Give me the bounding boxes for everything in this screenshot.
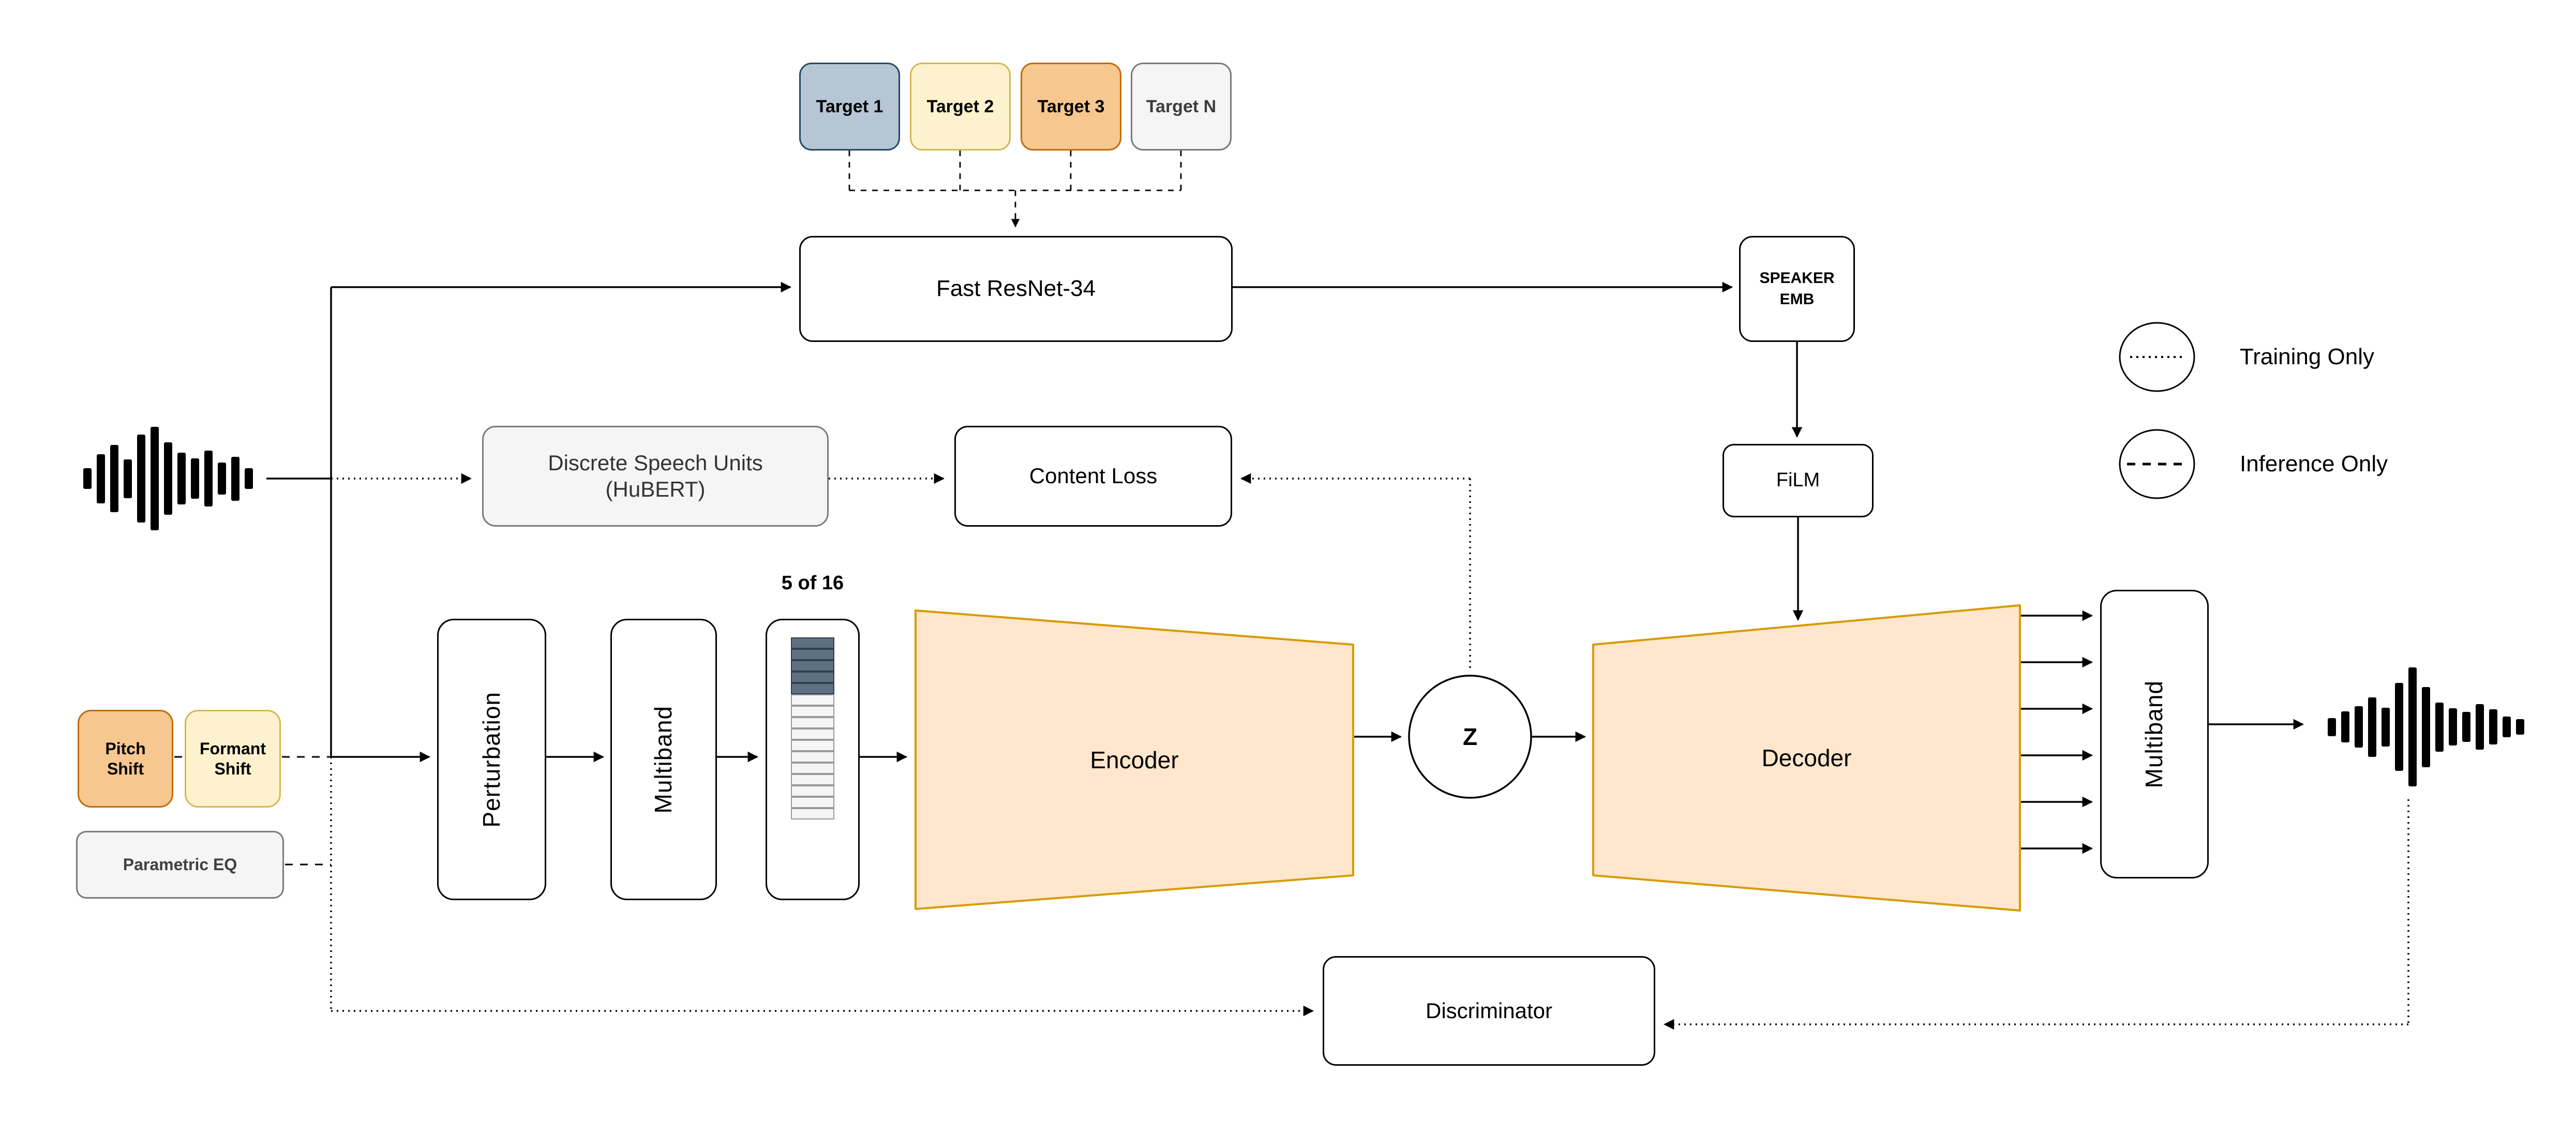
waveform-bar (164, 442, 172, 515)
dsu-box: Discrete Speech Units (HuBERT) (482, 426, 829, 527)
target-1-label: Target 1 (816, 96, 883, 116)
content-loss-box: Content Loss (954, 426, 1232, 527)
dsu-label-line1: Discrete Speech Units (548, 451, 763, 475)
legend-inference-label: Inference Only (2240, 451, 2388, 476)
formant-shift-box: Formant Shift (185, 710, 281, 808)
waveform-bar (2382, 707, 2390, 747)
waveform-bar (218, 463, 226, 495)
content-loss-label: Content Loss (1029, 464, 1158, 488)
dashed-wires (174, 756, 331, 866)
fast-resnet-box: Fast ResNet-34 (799, 236, 1233, 342)
pitch-shift-label-line2: Shift (107, 759, 144, 778)
waveform-bar (2476, 704, 2484, 750)
inference-only-icon (2119, 429, 2195, 499)
codebook-cell-empty (791, 751, 834, 763)
waveform-bar (2516, 719, 2524, 735)
waveform-bar (2368, 697, 2376, 757)
film-box: FiLM (1723, 444, 1874, 517)
codebook-cell-filled (791, 637, 834, 649)
speaker-emb-label-line1: SPEAKER (1759, 270, 1835, 287)
codebook-cell-filled (791, 660, 834, 672)
z-label: Z (1462, 723, 1478, 750)
pitch-shift-label-line1: Pitch (105, 739, 146, 758)
legend-training-label: Training Only (2240, 344, 2375, 369)
codebook-cell-empty (791, 774, 834, 785)
waveform-bar (2462, 712, 2470, 742)
waveform-bar (204, 451, 213, 506)
target-2-box: Target 2 (910, 63, 1011, 151)
codebook-cell-empty (791, 706, 834, 717)
waveform-bar (2408, 667, 2417, 786)
speaker-emb-label-line2: EMB (1779, 290, 1815, 308)
waveform-bar (137, 435, 145, 523)
waveform-bar (2395, 683, 2403, 771)
waveform-bar (191, 458, 199, 499)
multiband-in-box: Multiband (610, 619, 717, 900)
dsu-label-line2: (HuBERT) (605, 476, 706, 501)
perturbation-label: Perturbation (477, 691, 505, 828)
decoder-label: Decoder (1761, 744, 1852, 771)
waveform-bar (151, 427, 159, 530)
target-3-label: Target 3 (1037, 96, 1105, 116)
waveform-bar (2503, 717, 2511, 737)
fast-resnet-label: Fast ResNet-34 (936, 276, 1096, 302)
output-waveform-icon (2325, 665, 2527, 789)
encoder-label: Encoder (1090, 746, 1179, 773)
waveform-bar (83, 468, 92, 489)
waveform-bar (2422, 687, 2430, 767)
parametric-eq-box: Parametric EQ (76, 831, 284, 899)
codebook-stack (791, 637, 834, 819)
codebook-cell-empty (791, 694, 834, 706)
codebook-cell-filled (791, 683, 834, 694)
multiband-in-label: Multiband (650, 705, 677, 814)
waveform-bar (2355, 706, 2363, 748)
codebook-cell-empty (791, 797, 834, 808)
codebook-cell-empty (791, 808, 834, 819)
codebook-cell-empty (791, 717, 834, 728)
target-n-label: Target N (1146, 96, 1217, 116)
discriminator-label: Discriminator (1425, 998, 1553, 1023)
waveform-bar (231, 456, 239, 501)
formant-shift-label-line2: Shift (214, 759, 251, 778)
encoder-shape (915, 609, 1354, 910)
waveform-bar (2489, 709, 2497, 744)
waveform-bar (2435, 702, 2444, 752)
waveform-bar (2449, 708, 2457, 746)
codebook-cell-empty (791, 728, 834, 740)
codebook-count-label: 5 of 16 (781, 572, 844, 594)
target-2-label: Target 2 (926, 96, 994, 116)
codebook-cell-empty (791, 740, 834, 751)
target-1-box: Target 1 (799, 63, 900, 151)
formant-shift-label-line1: Formant (200, 739, 266, 758)
codebook-cell-filled (791, 672, 834, 683)
waveform-bar (177, 453, 186, 504)
waveform-bar (97, 454, 105, 503)
speaker-emb-box: SPEAKER EMB (1739, 236, 1855, 342)
pitch-shift-box: Pitch Shift (78, 710, 173, 808)
waveform-bar (2341, 711, 2349, 742)
legend-icons (2119, 322, 2195, 499)
parametric-eq-label: Parametric EQ (123, 855, 237, 874)
decoder-shape (1592, 604, 2021, 912)
waveform-bar (245, 468, 253, 489)
z-circle (1408, 675, 1532, 799)
film-label: FiLM (1776, 469, 1820, 491)
multiband-out-box: Multiband (2100, 590, 2209, 878)
waveform-bar (110, 445, 118, 512)
input-waveform-icon (67, 422, 269, 535)
codebook-cell-filled (791, 649, 834, 660)
multiband-out-label: Multiband (2140, 680, 2168, 788)
discriminator-box: Discriminator (1323, 956, 1655, 1066)
perturbation-box: Perturbation (437, 619, 546, 900)
target-dashed-connectors (848, 151, 1182, 228)
codebook-cell-empty (791, 785, 834, 797)
codebook-cell-empty (791, 763, 834, 774)
dotted-wires (330, 473, 2409, 1030)
solid-wires (266, 281, 2304, 854)
waveform-bar (124, 459, 132, 498)
waveform-bar (2328, 718, 2336, 736)
target-3-box: Target 3 (1021, 63, 1121, 151)
target-n-box: Target N (1131, 63, 1232, 151)
